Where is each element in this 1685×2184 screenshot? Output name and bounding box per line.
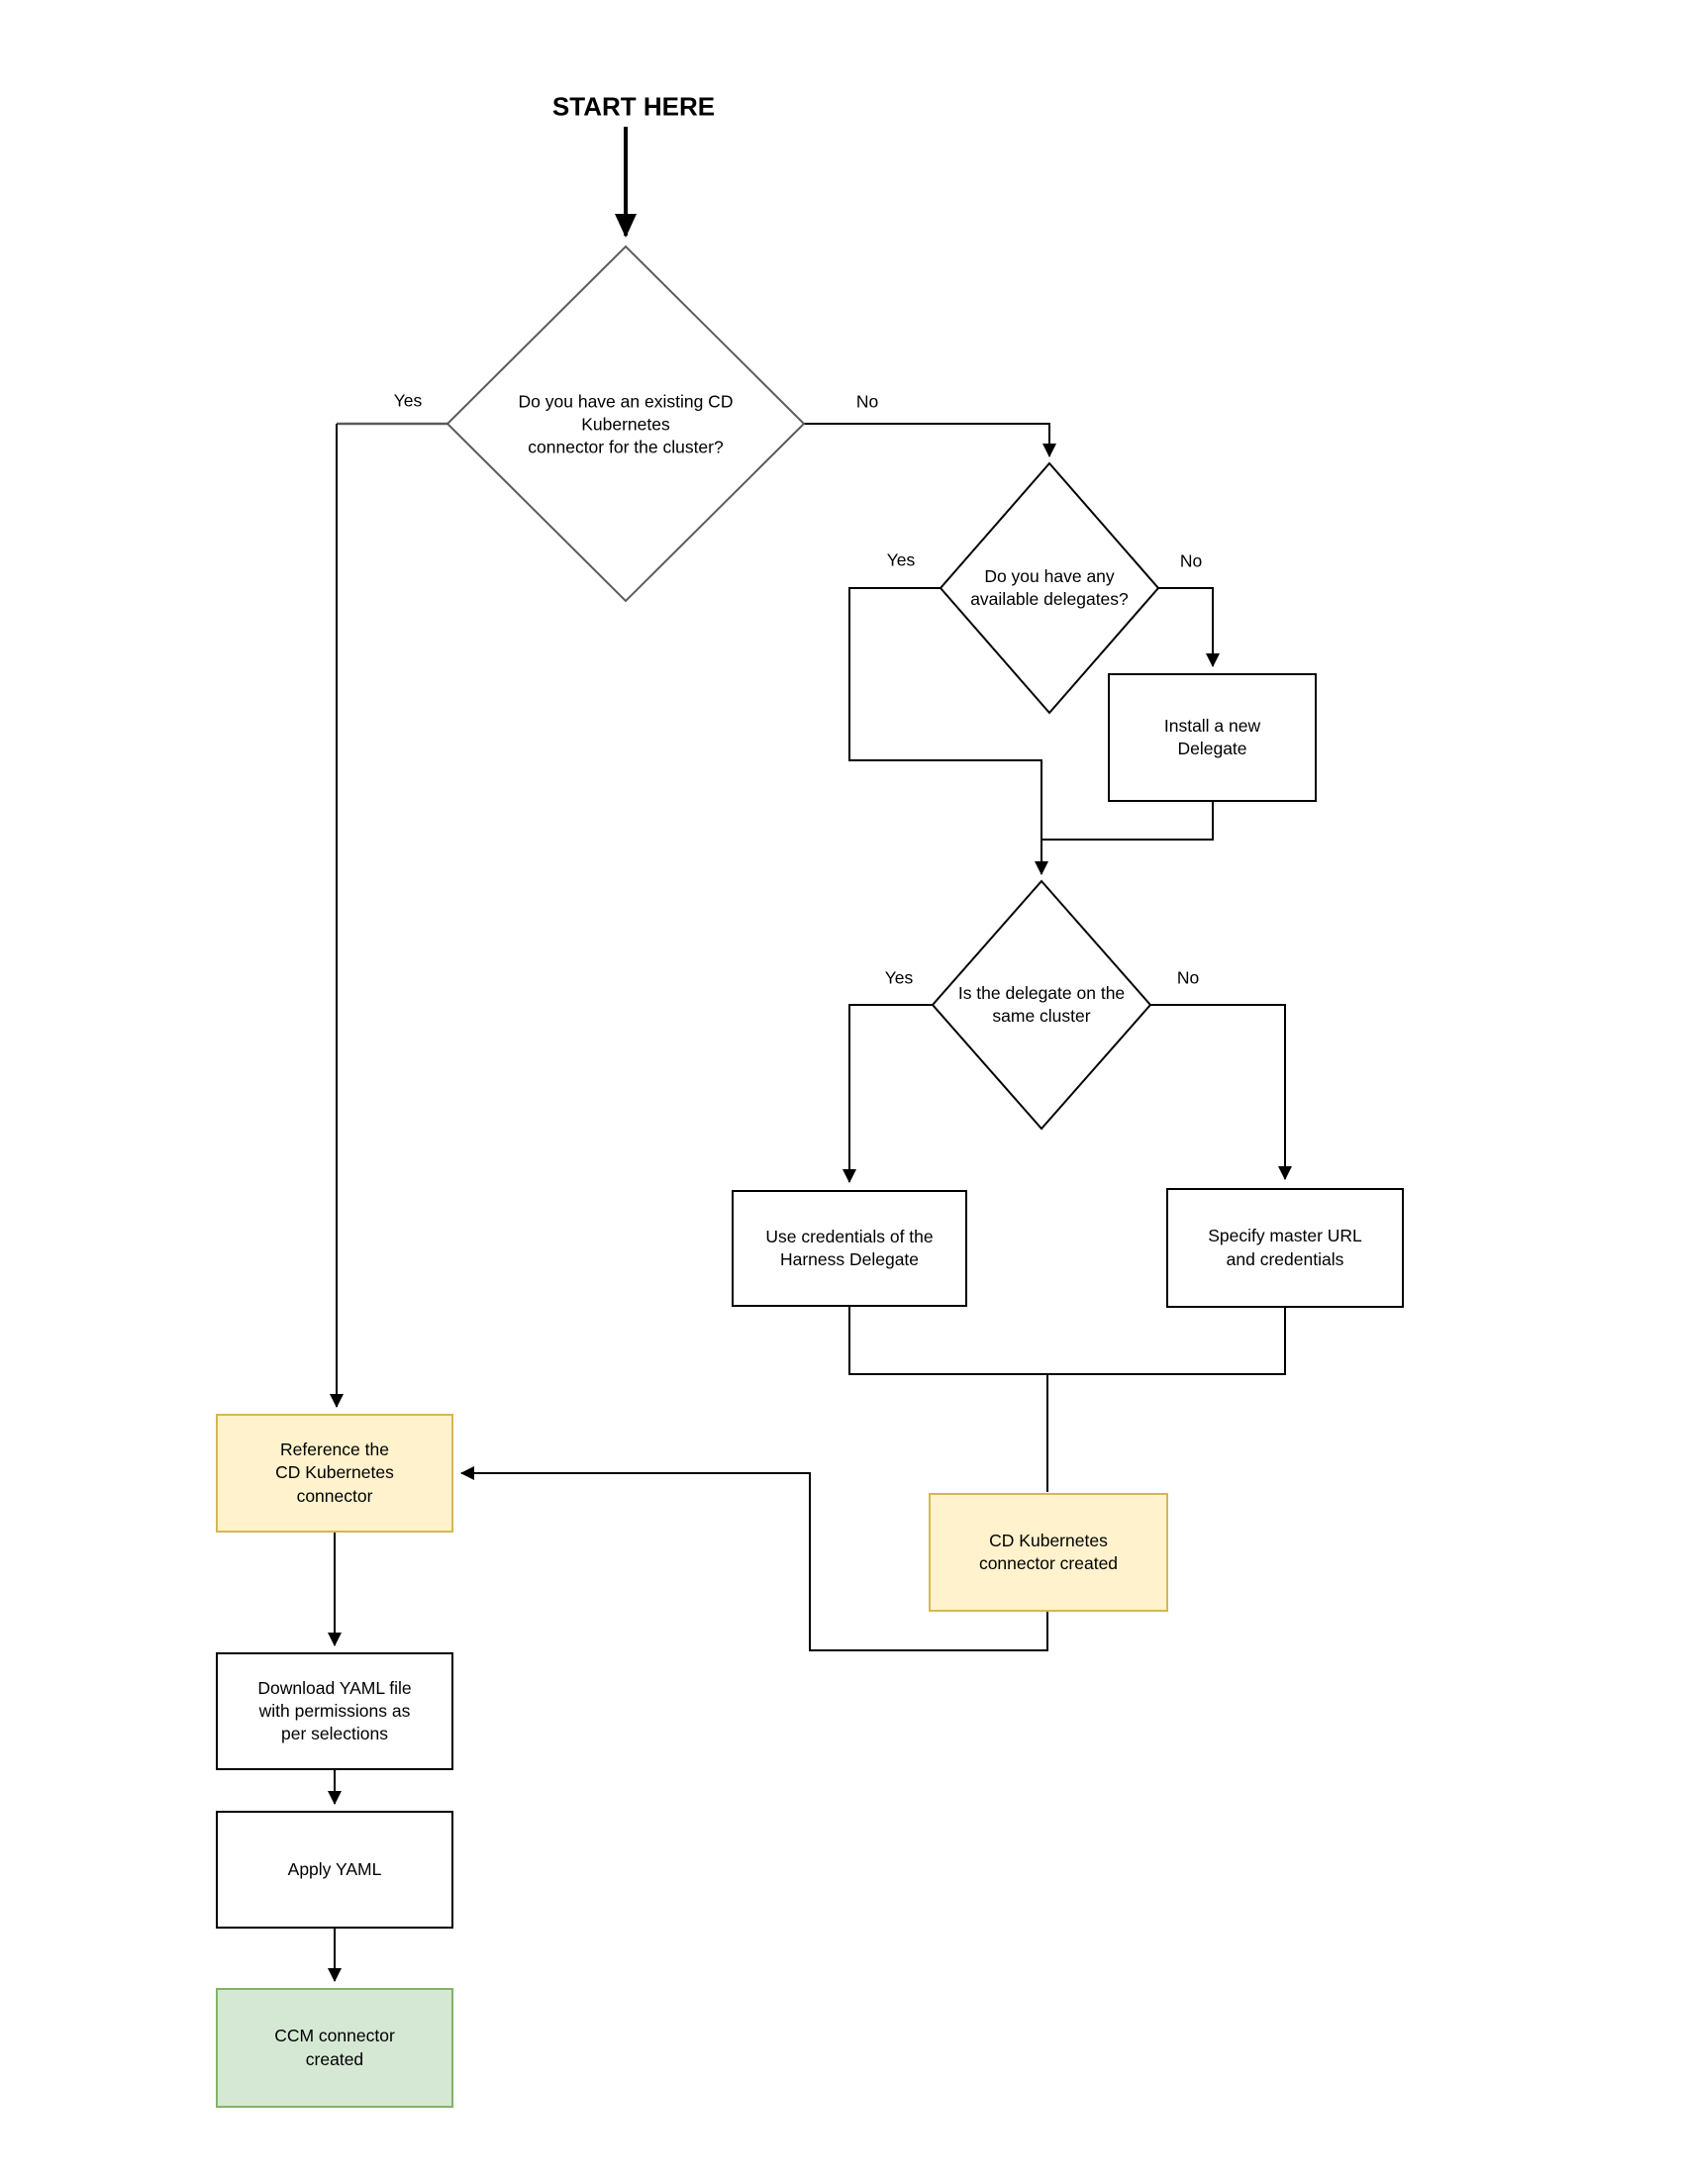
decision-diamond-existing-connector xyxy=(446,245,806,603)
edge-label-decision2-no: No xyxy=(1179,550,1203,571)
edge-label-decision3-yes: Yes xyxy=(884,967,914,988)
edge-label-decision1-yes: Yes xyxy=(393,390,423,411)
node-apply-yaml-label: Apply YAML xyxy=(287,1858,382,1879)
edge-decision3-no xyxy=(1150,1004,1292,1180)
node-specify-master-url-label: Specify master URL and credentials xyxy=(1208,1226,1362,1269)
node-reference-connector: Reference the CD Kubernetes connector xyxy=(216,1414,453,1533)
connectors xyxy=(328,127,1292,1982)
edge-decision3-yes xyxy=(842,1004,933,1183)
node-specify-master-url: Specify master URL and credentials xyxy=(1166,1188,1404,1308)
node-ccm-connector-created: CCM connector created xyxy=(216,1988,453,2108)
node-download-yaml-label: Download YAML file with permissions as p… xyxy=(257,1677,412,1744)
node-install-delegate-label: Install a new Delegate xyxy=(1163,715,1261,758)
edge-decision2-yes xyxy=(848,587,1048,875)
node-download-yaml: Download YAML file with permissions as p… xyxy=(216,1652,453,1770)
decision-diamond-available-delegates xyxy=(939,461,1160,715)
edge-label-decision2-yes: Yes xyxy=(886,549,916,570)
node-apply-yaml: Apply YAML xyxy=(216,1811,453,1929)
edge-install-to-decision3 xyxy=(1041,802,1214,841)
decision-available-delegates-label: Do you have any available delegates? xyxy=(970,565,1129,609)
node-use-delegate-credentials-label: Use credentials of the Harness Delegate xyxy=(765,1226,934,1269)
edge-label-decision3-no: No xyxy=(1176,967,1200,988)
node-cd-connector-created: CD Kubernetes connector created xyxy=(929,1493,1168,1612)
decision-shapes xyxy=(446,245,1160,1131)
node-reference-connector-label: Reference the CD Kubernetes connector xyxy=(275,1439,394,1506)
node-cd-connector-created-label: CD Kubernetes connector created xyxy=(978,1530,1119,1573)
decision-diamond-same-cluster xyxy=(931,879,1152,1131)
edge-cd-created-to-reference xyxy=(460,1466,1048,1651)
start-here-title: START HERE xyxy=(551,91,716,122)
node-install-delegate: Install a new Delegate xyxy=(1108,673,1317,802)
decision-existing-connector-label: Do you have an existing CD Kubernetes co… xyxy=(518,391,734,457)
decision-same-cluster-label: Is the delegate on the same cluster xyxy=(957,982,1126,1026)
node-ccm-connector-created-label: CCM connector created xyxy=(274,2026,395,2069)
edge-label-decision1-no: No xyxy=(855,391,879,412)
node-use-delegate-credentials: Use credentials of the Harness Delegate xyxy=(732,1190,967,1307)
edge-decision2-no xyxy=(1158,587,1220,667)
edge-merge-credentials xyxy=(848,1307,1286,1375)
edge-decision1-no xyxy=(804,423,1056,457)
